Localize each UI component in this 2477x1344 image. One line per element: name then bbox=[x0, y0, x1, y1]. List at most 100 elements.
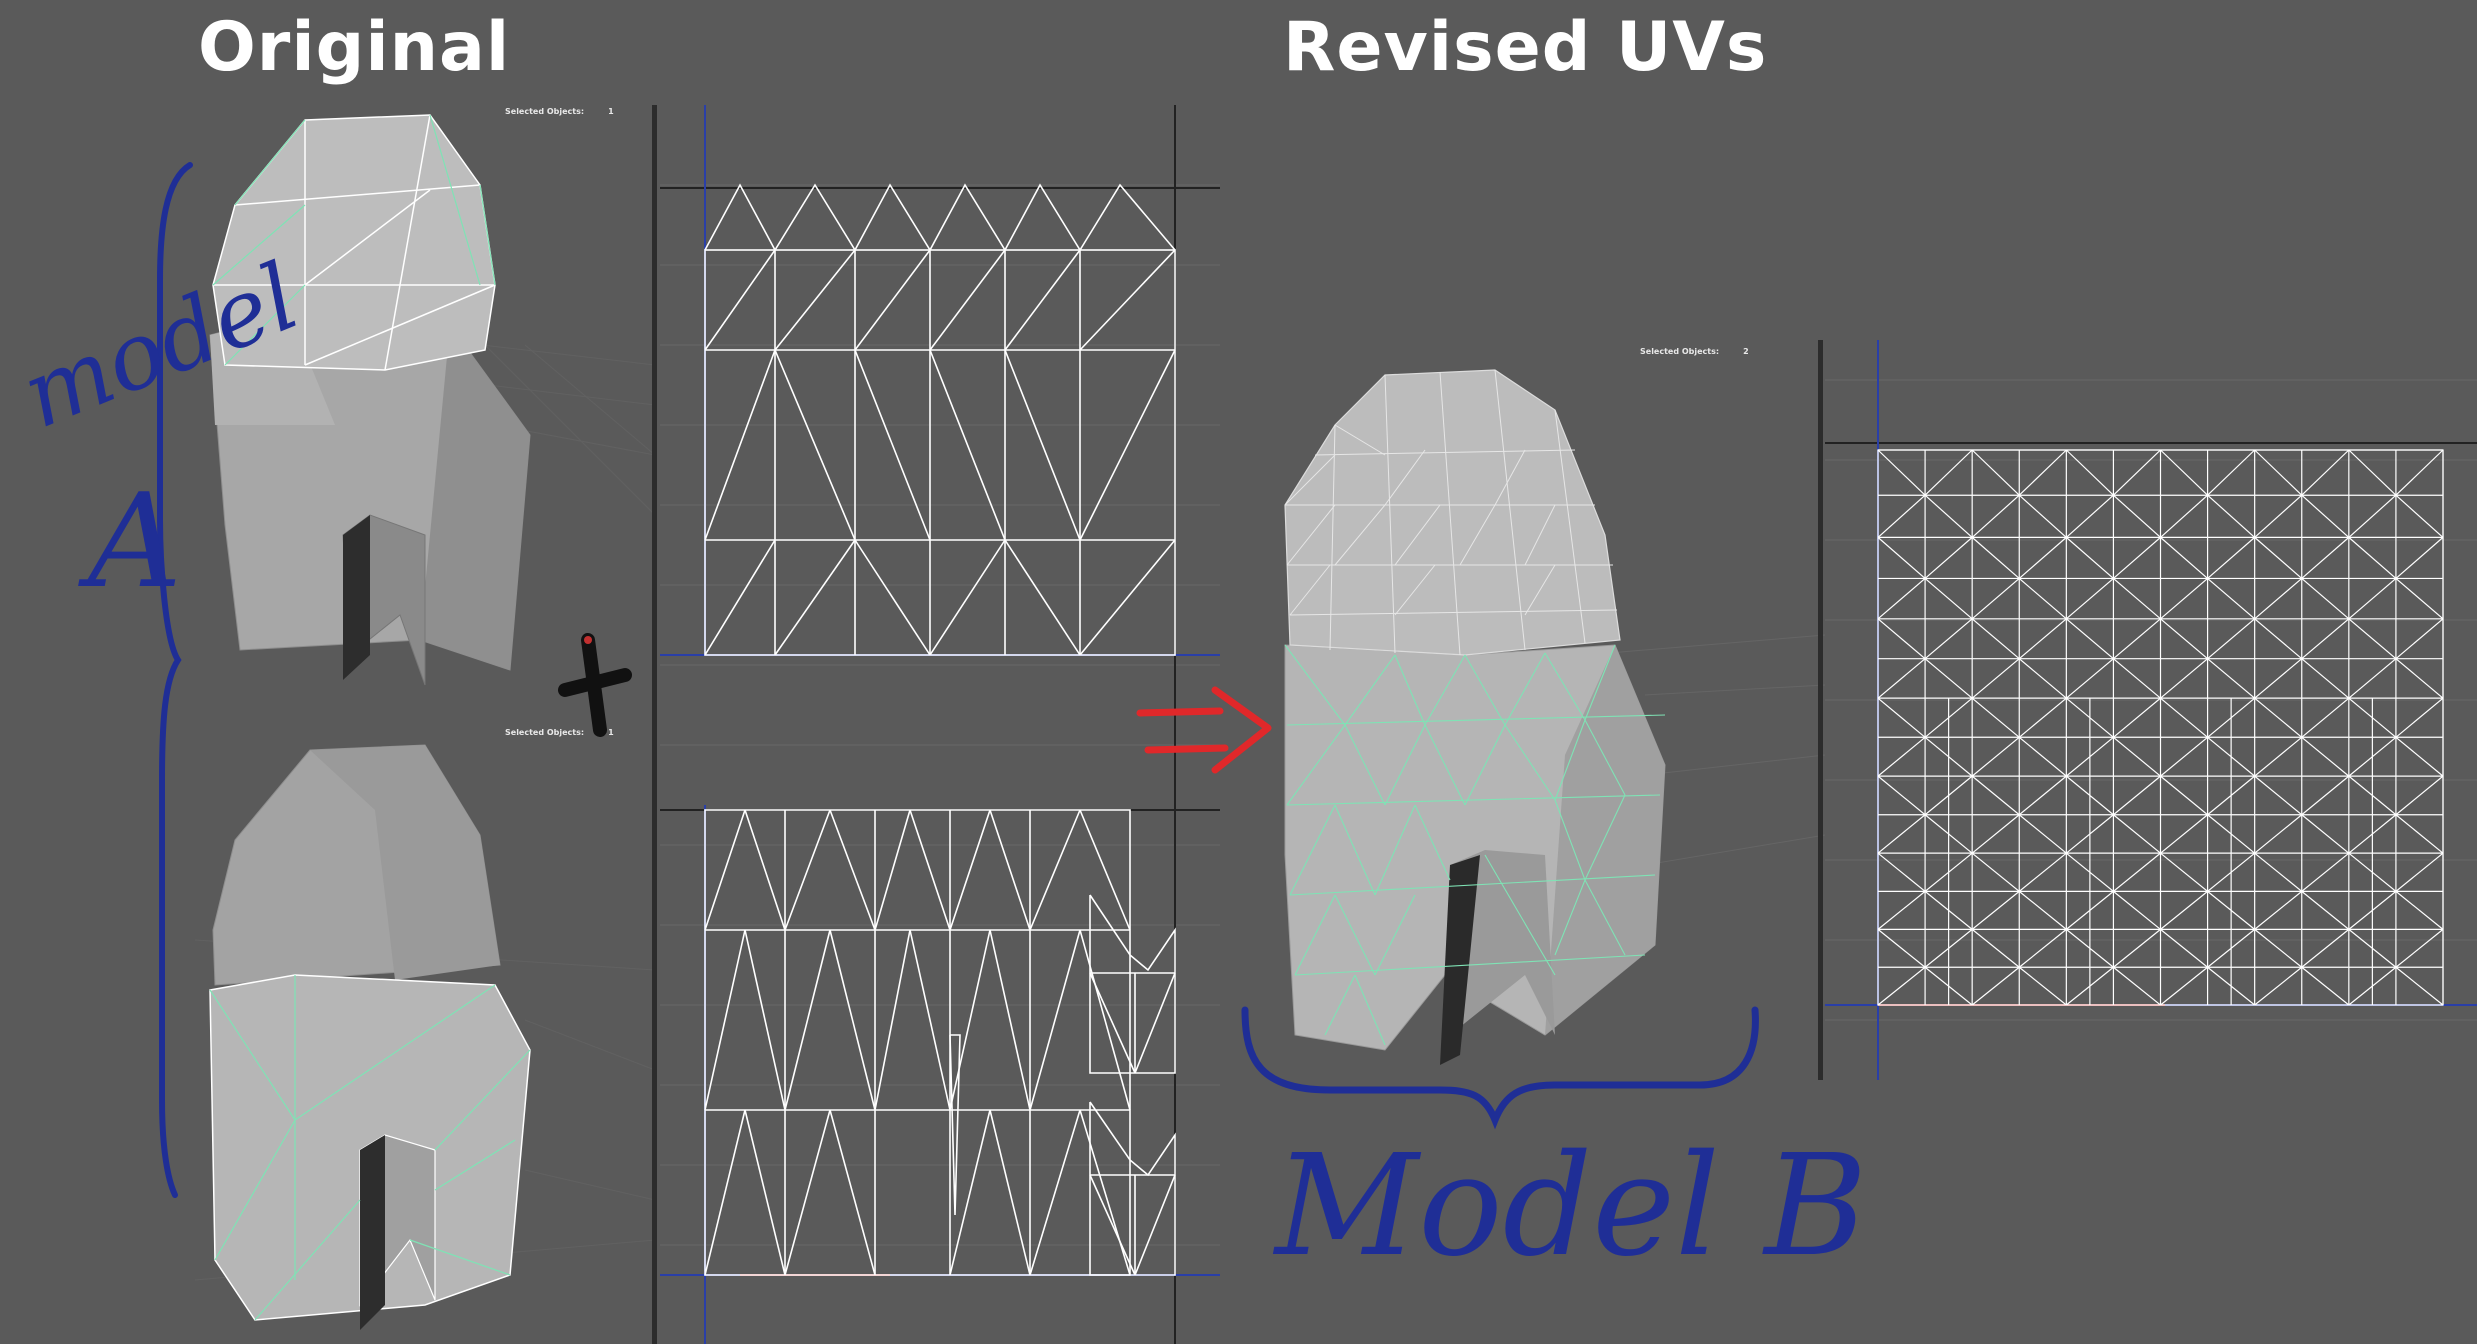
uv-edge bbox=[1971, 890, 2020, 930]
uv-edge bbox=[2301, 890, 2350, 930]
uv-edge bbox=[1971, 852, 2020, 892]
uv-edge bbox=[2301, 852, 2350, 892]
viewport-right[interactable]: Selected Objects:2 bbox=[1225, 335, 1825, 1085]
uv-edge bbox=[1877, 618, 1926, 660]
uv-edge bbox=[2113, 494, 2161, 538]
model-b-doorway bbox=[1450, 850, 1555, 1035]
uv-edge bbox=[2348, 494, 2397, 538]
uv-edge bbox=[2018, 536, 2067, 579]
uv-edge bbox=[2065, 494, 2114, 538]
uv-edge bbox=[1877, 775, 1926, 816]
uv-edge bbox=[2160, 814, 2208, 854]
uv-edge bbox=[2018, 966, 2067, 1006]
uv-edge bbox=[2160, 697, 2208, 738]
uv-edge bbox=[1924, 494, 1973, 538]
uv-edge bbox=[2018, 890, 2067, 930]
selected-objects-hud-top-left: Selected Objects:1 bbox=[505, 107, 614, 116]
uv-edge bbox=[2113, 814, 2161, 854]
uv-edge bbox=[2160, 494, 2208, 538]
uv-edge bbox=[2301, 658, 2350, 699]
uv-edge bbox=[1877, 890, 1926, 930]
uv-edge bbox=[1877, 697, 1926, 738]
uv-edge bbox=[2160, 928, 2208, 968]
model-b-selected-edges bbox=[1284, 644, 1666, 1046]
uv-edge bbox=[2254, 852, 2303, 892]
uv-edge bbox=[2301, 449, 2350, 496]
uv-edge bbox=[2254, 577, 2303, 620]
uv-edge bbox=[2395, 697, 2444, 738]
uv-edge bbox=[1877, 966, 1926, 1006]
uv-edge bbox=[2348, 658, 2397, 699]
uv-edge bbox=[2018, 494, 2067, 538]
uv-editor-top[interactable] bbox=[660, 105, 1220, 805]
uv-edge bbox=[2160, 775, 2208, 816]
uv-edge bbox=[2301, 736, 2350, 777]
uv-edge bbox=[2113, 928, 2161, 968]
uv-edge bbox=[1877, 814, 1926, 854]
uv-edge bbox=[2254, 536, 2303, 579]
uv-edge bbox=[2113, 736, 2161, 777]
uv-edge bbox=[2395, 736, 2444, 777]
uv-edge bbox=[2254, 618, 2303, 660]
uv-edge bbox=[1971, 618, 2020, 660]
plus-sign bbox=[558, 633, 632, 737]
uv-edge bbox=[2348, 536, 2397, 579]
uv-editor-revised[interactable] bbox=[1825, 340, 2477, 1080]
uv-edge bbox=[2018, 852, 2067, 892]
revised-uvs-title: Revised UVs bbox=[1283, 8, 1768, 87]
model-b-brace bbox=[1241, 1006, 1759, 1130]
viewport-bottom-left[interactable]: Selected Objects:1 bbox=[195, 720, 655, 1344]
uv-edge bbox=[1877, 536, 1926, 579]
uv-edge bbox=[2065, 577, 2114, 620]
uv-edge bbox=[2254, 697, 2303, 738]
uv-edge bbox=[2395, 775, 2444, 816]
uv-edge bbox=[2254, 449, 2303, 496]
uv-edge bbox=[1971, 928, 2020, 968]
uv-edge bbox=[1877, 494, 1926, 538]
uv-edge bbox=[1924, 577, 1973, 620]
uv-edge bbox=[2301, 697, 2350, 738]
uv-shell-bottom-main bbox=[704, 809, 1131, 1276]
uv-edge bbox=[2395, 618, 2444, 660]
uv-edge bbox=[2160, 966, 2208, 1006]
selected-objects-hud-right: Selected Objects:2 bbox=[1640, 347, 1749, 356]
uv-edge bbox=[2018, 697, 2067, 738]
uv-edge bbox=[2113, 852, 2161, 892]
uv-edge bbox=[2160, 736, 2208, 777]
uv-edge bbox=[2254, 966, 2303, 1006]
uv-edge bbox=[1877, 577, 1926, 620]
selected-objects-hud-bottom-left: Selected Objects:1 bbox=[505, 728, 614, 737]
uv-edge bbox=[1971, 536, 2020, 579]
uv-edge bbox=[1877, 449, 1926, 496]
uv-edge bbox=[2301, 775, 2350, 816]
uv-edge bbox=[2113, 966, 2161, 1006]
uv-edge bbox=[2207, 536, 2256, 579]
uv-edge bbox=[2160, 658, 2208, 699]
uv-edge bbox=[1971, 775, 2020, 816]
uv-edge bbox=[2018, 928, 2067, 968]
uv-edge bbox=[1971, 577, 2020, 620]
uv-edge bbox=[2301, 814, 2350, 854]
red-arrow bbox=[1136, 686, 1272, 774]
uv-edge bbox=[2160, 618, 2208, 660]
uv-edge bbox=[2254, 736, 2303, 777]
uv-edge bbox=[2301, 536, 2350, 579]
uv-edge bbox=[2395, 658, 2444, 699]
uv-edge bbox=[2160, 536, 2208, 579]
model-a-label-letter: A bbox=[88, 465, 182, 617]
uv-edge bbox=[2018, 736, 2067, 777]
viewport-top-left[interactable]: Selected Objects:1 bbox=[195, 95, 655, 720]
uv-editor-bottom[interactable] bbox=[660, 805, 1220, 1344]
uv-edge bbox=[2207, 577, 2256, 620]
uv-edge bbox=[2113, 449, 2161, 496]
uv-edge bbox=[1971, 494, 2020, 538]
uv-edge bbox=[2160, 577, 2208, 620]
uv-edge bbox=[2065, 658, 2114, 699]
uv-edge bbox=[2395, 449, 2444, 496]
uv-edge bbox=[1971, 814, 2020, 854]
uv-edge bbox=[2395, 577, 2444, 620]
uv-edge bbox=[2207, 658, 2256, 699]
uv-edge bbox=[2348, 577, 2397, 620]
uv-shell-top bbox=[704, 183, 1176, 656]
